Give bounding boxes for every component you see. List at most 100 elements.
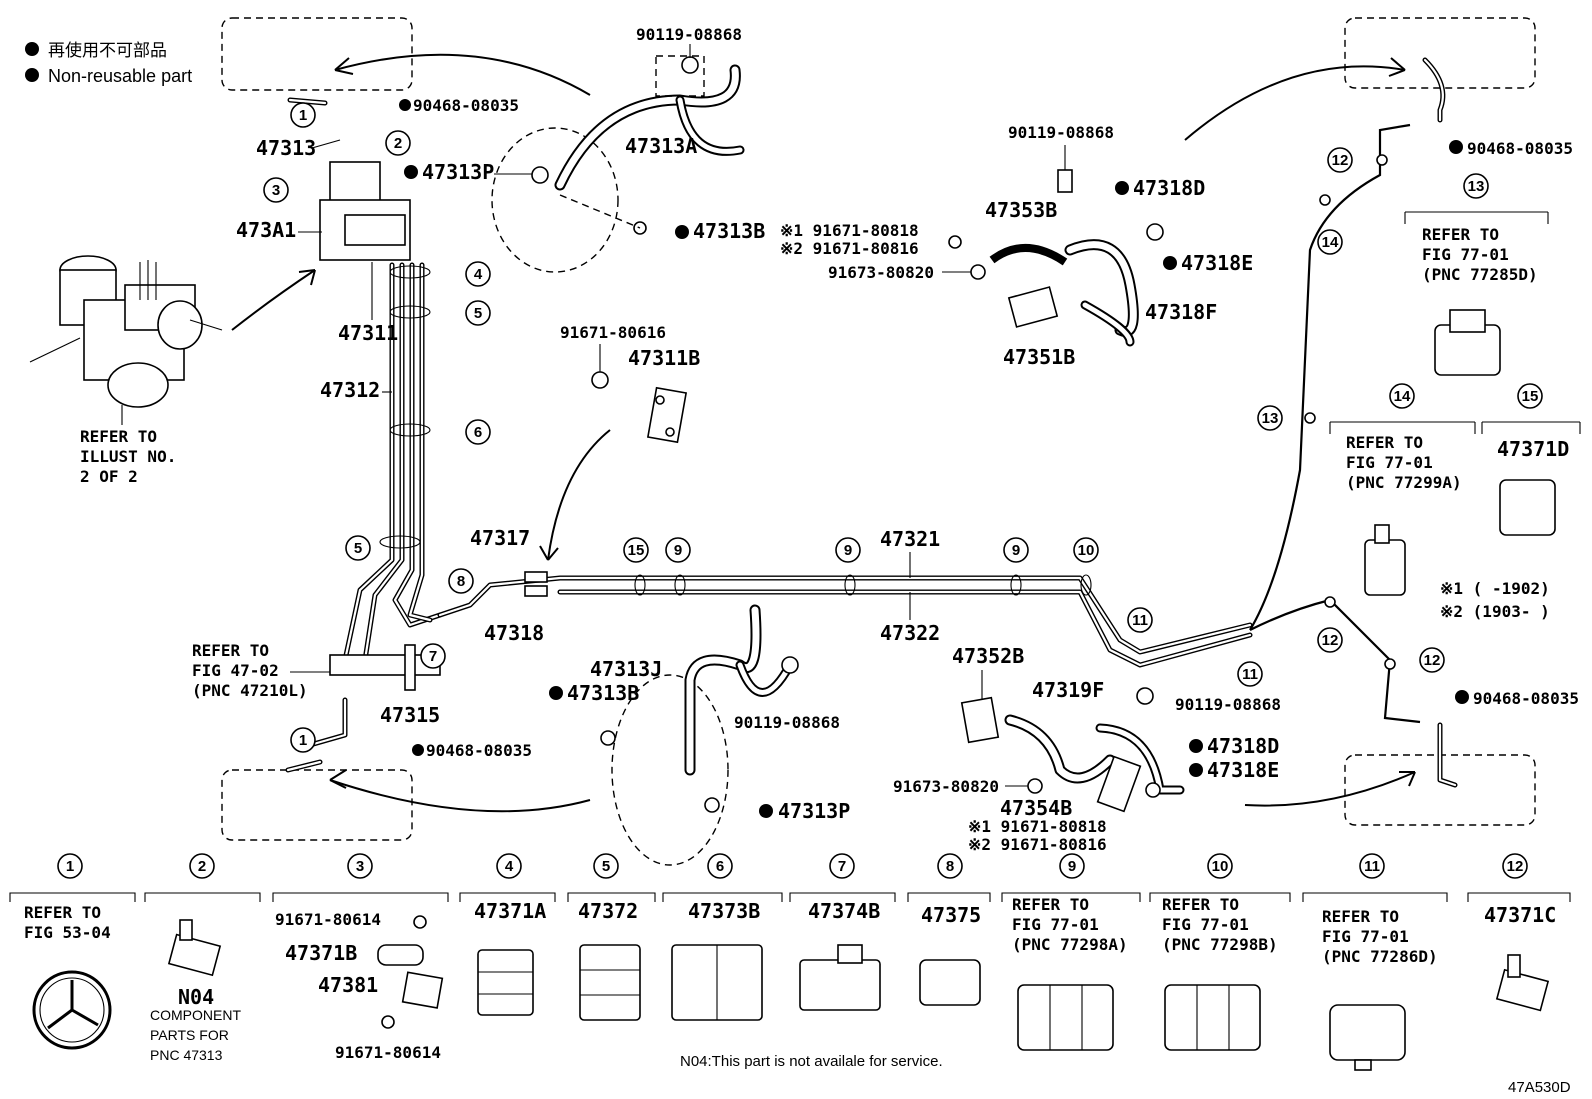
- legend-jp: 再使用不可部品: [48, 40, 167, 60]
- svg-text:FIG 77-01: FIG 77-01: [1162, 915, 1249, 934]
- svg-text:5: 5: [474, 305, 482, 322]
- detail-box-bottom-left: [221, 769, 413, 841]
- svg-text:REFER TO: REFER TO: [1422, 225, 1499, 244]
- part-47317: 47317: [470, 526, 530, 550]
- callout-2: 2: [385, 130, 411, 156]
- part-47318d-lower: 47318D: [1207, 734, 1279, 758]
- svg-text:7: 7: [838, 858, 846, 875]
- svg-text:(PNC 77285D): (PNC 77285D): [1422, 265, 1538, 284]
- part-47321: 47321: [880, 527, 940, 551]
- svg-text:8: 8: [946, 858, 954, 875]
- part-47319f: 47319F: [1032, 678, 1104, 702]
- callout-12b: 12: [1317, 627, 1343, 653]
- callout-4: 4: [465, 261, 491, 287]
- callout-12c: 12: [1419, 647, 1445, 673]
- svg-text:(PNC 47210L): (PNC 47210L): [192, 681, 308, 700]
- svg-text:COMPONENT: COMPONENT: [150, 1007, 241, 1023]
- part-47318f: 47318F: [1145, 300, 1217, 324]
- ref-block-14: REFER TO FIG 77-01 (PNC 77299A): [1329, 421, 1476, 596]
- part-47353b: 47353B: [985, 198, 1057, 222]
- part-47313j: 47313J: [590, 657, 662, 681]
- svg-text:FIG 77-01: FIG 77-01: [1012, 915, 1099, 934]
- callout-8: 8: [448, 568, 474, 594]
- part-91673-80820-upper: 91673-80820: [828, 263, 934, 282]
- svg-text:10: 10: [1212, 858, 1229, 875]
- bottom-item-10: 10 REFER TO FIG 77-01 (PNC 77298B): [1149, 853, 1291, 1051]
- svg-text:FIG 77-01: FIG 77-01: [1422, 245, 1509, 264]
- svg-text:47381: 47381: [318, 973, 378, 997]
- legend: 再使用不可部品 Non-reusable part: [25, 40, 192, 86]
- svg-text:6: 6: [474, 424, 482, 441]
- footnote: N04:This part is not availale for servic…: [680, 1053, 943, 1070]
- svg-text:11: 11: [1132, 612, 1148, 629]
- callout-11a: 11: [1127, 607, 1153, 633]
- non-reusable-dot-icon: [25, 68, 39, 82]
- part-90468-08035-top: 90468-08035: [413, 96, 519, 115]
- svg-text:47374B: 47374B: [808, 899, 880, 923]
- flow-arrows: [231, 53, 1416, 813]
- part-90119-08868-right-lower: 90119-08868: [1175, 695, 1281, 714]
- bottom-item-2: 2 N04 COMPONENT PARTS FOR PNC 47313: [144, 853, 261, 1063]
- svg-text:47371C: 47371C: [1484, 903, 1556, 927]
- svg-text:REFER TO: REFER TO: [1322, 907, 1399, 926]
- svg-text:12: 12: [1507, 858, 1524, 875]
- svg-text:10: 10: [1078, 542, 1095, 559]
- svg-text:ILLUST NO.: ILLUST NO.: [80, 447, 176, 466]
- svg-text:PARTS FOR: PARTS FOR: [150, 1027, 229, 1043]
- svg-text:47372: 47372: [578, 899, 638, 923]
- svg-text:47375: 47375: [921, 903, 981, 927]
- svg-text:FIG 53-04: FIG 53-04: [24, 923, 111, 942]
- part-47371d: 47371D: [1497, 437, 1569, 461]
- bottom-item-7: 7 47374B: [789, 853, 896, 1011]
- svg-text:9: 9: [1012, 542, 1020, 559]
- part-91671-80818-upper: ※1 91671-80818: [780, 221, 919, 240]
- svg-text:2: 2: [198, 858, 206, 875]
- part-91671-80818-lower: ※1 91671-80818: [968, 817, 1107, 836]
- part-47322: 47322: [880, 621, 940, 645]
- svg-text:FIG 47-02: FIG 47-02: [192, 661, 279, 680]
- svg-text:(PNC 77298B): (PNC 77298B): [1162, 935, 1278, 954]
- svg-text:6: 6: [716, 858, 724, 875]
- part-47312: 47312: [320, 378, 380, 402]
- svg-text:47371A: 47371A: [474, 899, 546, 923]
- callout-14a: 14: [1317, 229, 1343, 255]
- svg-text:2 OF 2: 2 OF 2: [80, 467, 138, 486]
- callout-14b: 14: [1389, 383, 1415, 409]
- part-47318e-lower: 47318E: [1207, 758, 1279, 782]
- hose-47313j: 47313J 47313B 90119-08868 47313P: [549, 604, 850, 866]
- svg-text:47373B: 47373B: [688, 899, 760, 923]
- svg-text:REFER TO: REFER TO: [1346, 433, 1423, 452]
- bottom-item-3: 3 91671-80614 47371B 47381 91671-80614: [272, 853, 449, 1062]
- svg-text:1: 1: [299, 732, 307, 749]
- svg-text:9: 9: [844, 542, 852, 559]
- svg-text:47371B: 47371B: [285, 941, 357, 965]
- svg-text:8: 8: [457, 573, 465, 590]
- svg-text:15: 15: [628, 542, 645, 559]
- part-47313: 47313: [256, 136, 316, 160]
- left-tube-bundle: [285, 97, 443, 773]
- callout-9a: 9: [665, 537, 691, 563]
- part-90468-08035-bottom: 90468-08035: [426, 741, 532, 760]
- bottom-item-6: 6 47373B: [662, 853, 783, 1021]
- callout-15: 15: [623, 537, 649, 563]
- code-n04: N04: [178, 985, 214, 1009]
- svg-text:PNC 47313: PNC 47313: [150, 1047, 223, 1063]
- part-47352b: 47352B: [952, 644, 1024, 668]
- part-47311: 47311: [338, 321, 398, 345]
- part-90468-08035-right-upper: 90468-08035: [1467, 139, 1573, 158]
- bottom-item-8: 8 47375: [907, 853, 991, 1006]
- part-47313p-top: 47313P: [422, 160, 494, 184]
- svg-text:REFER TO: REFER TO: [80, 427, 157, 446]
- callout-10: 10: [1073, 537, 1099, 563]
- bottom-item-4: 4 47371A: [459, 853, 556, 1016]
- callout-1: 1: [290, 102, 316, 128]
- legend-en: Non-reusable part: [48, 66, 192, 86]
- svg-text:11: 11: [1364, 858, 1380, 875]
- callout-9b: 9: [835, 537, 861, 563]
- svg-text:91671-80614: 91671-80614: [275, 910, 381, 929]
- part-47313a: 47313A: [625, 134, 697, 158]
- svg-text:5: 5: [602, 858, 610, 875]
- svg-text:(PNC 77299A): (PNC 77299A): [1346, 473, 1462, 492]
- hose-47313a: 90119-08868 47313A 47313P 47313B: [404, 25, 765, 273]
- svg-text:(PNC 77298A): (PNC 77298A): [1012, 935, 1128, 954]
